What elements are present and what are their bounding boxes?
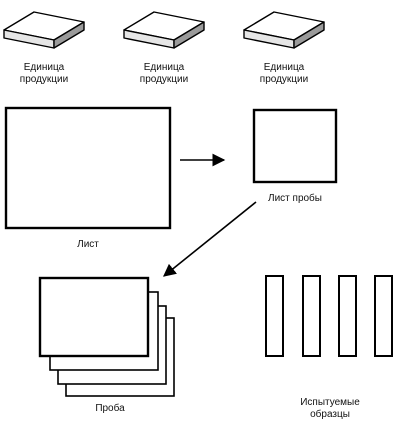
product-unit-2-label-line-1: Единица	[143, 62, 185, 73]
product-unit-1-label-line-2: продукции	[19, 74, 69, 85]
product-unit-2-label-line-2: продукции	[139, 74, 189, 85]
product-unit-3	[243, 11, 325, 49]
product-unit-1-label-line-1: Единица	[23, 62, 65, 73]
test-specimens-label: Испытуемые образцы	[285, 397, 375, 421]
test-specimen-4	[374, 275, 393, 357]
sample-stack	[38, 276, 175, 397]
product-unit-3-label: Единица продукции	[244, 62, 324, 86]
sheet-rect	[4, 106, 172, 230]
product-unit-3-label-line-1: Единица	[263, 62, 305, 73]
test-specimens-label-line-2: образцы	[310, 409, 350, 420]
product-unit-1-label: Единица продукции	[4, 62, 84, 86]
test-specimen-2	[302, 275, 321, 357]
test-specimens-label-line-1: Испытуемые	[300, 397, 360, 408]
test-specimen-1	[265, 275, 284, 357]
sample-label: Проба	[95, 403, 125, 414]
sample-sheet-label: Лист пробы	[268, 193, 322, 204]
test-specimen-3	[338, 275, 357, 357]
product-unit-2-label: Единица продукции	[124, 62, 204, 86]
sample-sheet-layer-1	[38, 276, 150, 358]
product-unit-3-label-line-2: продукции	[259, 74, 309, 85]
sheet-label: Лист	[77, 239, 99, 250]
arrow-sample-sheet-to-sample	[163, 201, 257, 277]
product-unit-2	[123, 11, 205, 49]
sample-sheet-rect	[252, 108, 338, 184]
test-specimens	[265, 275, 393, 357]
product-unit-1	[3, 11, 85, 49]
